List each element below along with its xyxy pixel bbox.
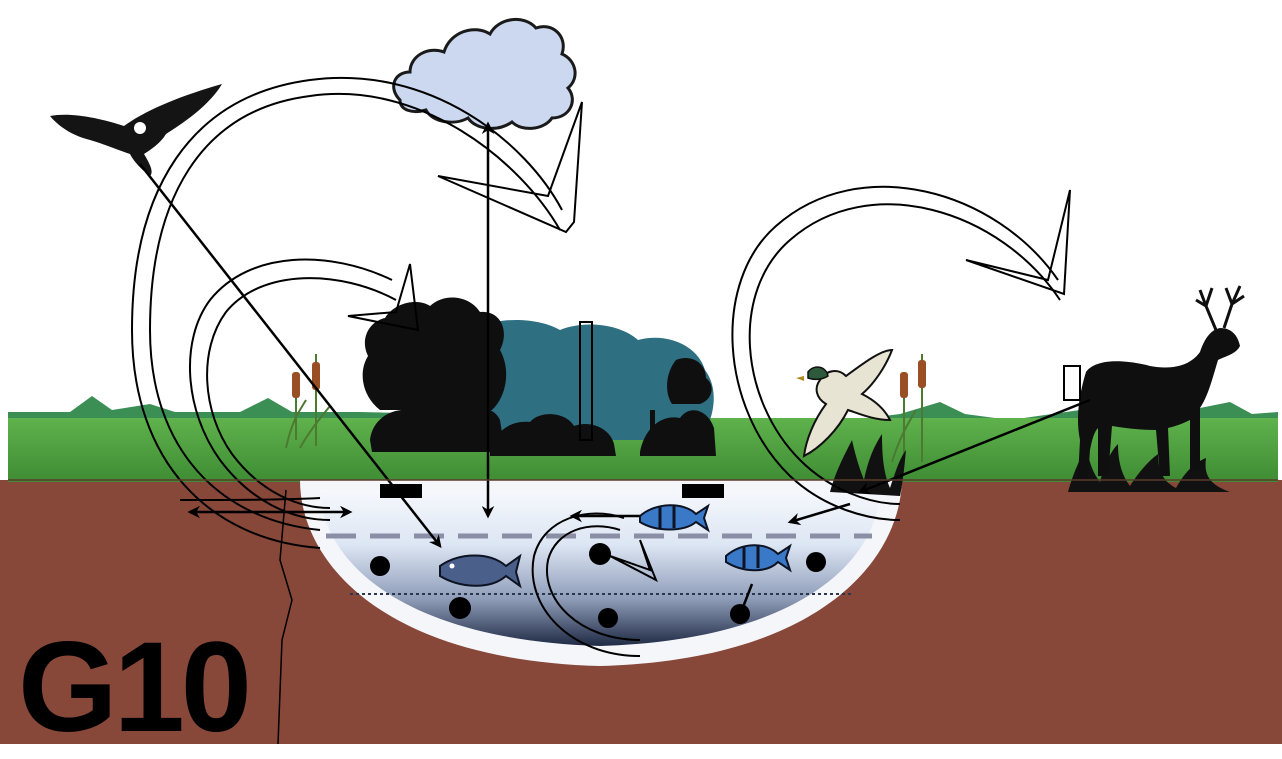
- eagle-icon: [50, 84, 222, 176]
- diagram-label: G10: [18, 632, 248, 744]
- cloud-icon: [394, 19, 575, 128]
- tree-icon: [363, 297, 716, 456]
